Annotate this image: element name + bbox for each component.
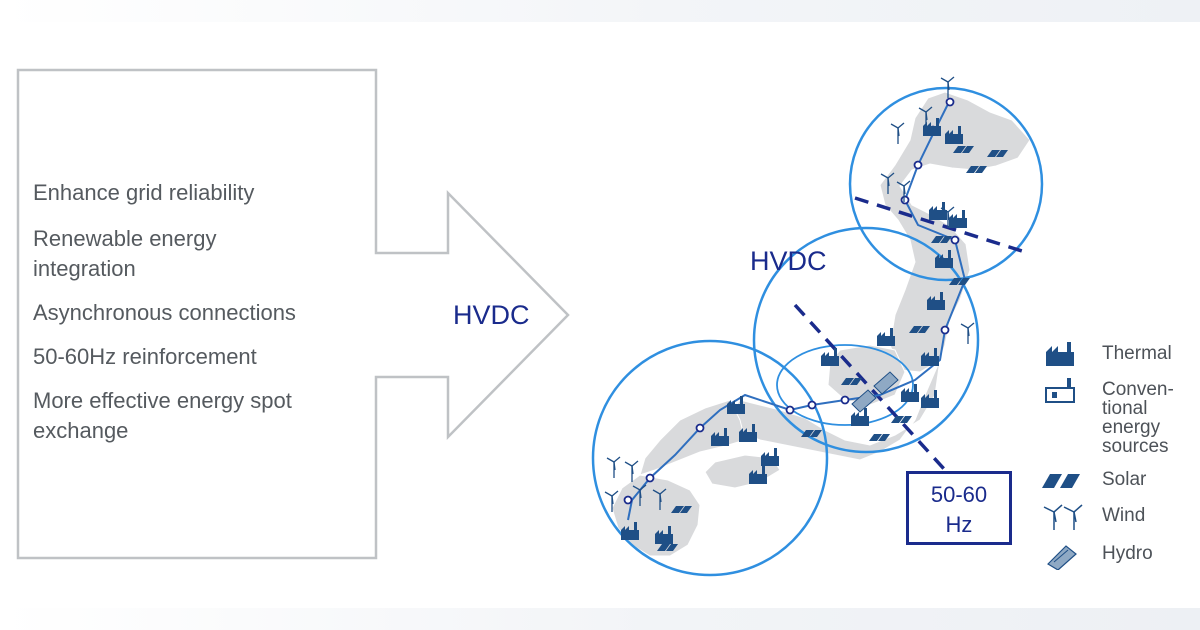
legend-thermal-label: Thermal bbox=[1102, 343, 1172, 364]
legend-conventional-label: Conven- tional energy sources bbox=[1102, 376, 1174, 456]
inner-ellipse bbox=[776, 344, 914, 426]
legend-solar-label: Solar bbox=[1102, 469, 1147, 490]
legend-solar: Solar bbox=[1040, 466, 1146, 496]
benefit-item: 50-60Hz reinforcement bbox=[33, 344, 257, 369]
substations bbox=[623, 97, 960, 505]
legend-thermal: Thermal bbox=[1040, 340, 1172, 370]
benefit-item: More effective energy spot exchange bbox=[33, 388, 292, 443]
hydro-dam-icon bbox=[1040, 540, 1090, 571]
legend-hydro: Hydro bbox=[1040, 540, 1153, 571]
legend-wind: Wind bbox=[1040, 502, 1145, 532]
benefit-item: Enhance grid reliability bbox=[33, 180, 255, 205]
solar-panel-icon bbox=[1040, 466, 1090, 496]
thermal-plant-icon bbox=[1040, 340, 1090, 370]
arrow-hvdc-label: HVDC bbox=[453, 300, 530, 330]
conventional-plant-icon bbox=[1040, 376, 1090, 406]
frequency-unit: Hz bbox=[945, 512, 973, 537]
top-band bbox=[0, 0, 1200, 22]
wind-turbine-icon bbox=[1040, 502, 1090, 532]
legend-conventional-line: sources bbox=[1102, 436, 1169, 457]
frequency-value: 50-60 bbox=[930, 482, 988, 507]
benefits-list: Enhance grid reliability Renewable energ… bbox=[33, 178, 373, 462]
benefits-arrow bbox=[16, 68, 570, 560]
dashed-boundaries bbox=[793, 196, 1026, 472]
frequency-box: 50-60 Hz bbox=[906, 471, 1012, 545]
legend-conventional: Conven- tional energy sources bbox=[1040, 376, 1174, 456]
map-hydro-dam-icon bbox=[851, 371, 899, 413]
hvdc-line bbox=[627, 99, 967, 521]
legend-wind-label: Wind bbox=[1102, 505, 1146, 526]
bottom-band bbox=[0, 608, 1200, 630]
legend-conventional-line: Conven- bbox=[1102, 379, 1174, 400]
benefit-item: Renewable energy integration bbox=[33, 226, 217, 281]
legend-conventional-line: tional bbox=[1102, 398, 1148, 419]
legend-hydro-label: Hydro bbox=[1102, 543, 1153, 564]
legend-conventional-line: energy bbox=[1102, 417, 1161, 438]
benefit-item: Asynchronous connections bbox=[33, 300, 296, 325]
map-hvdc-label: HVDC bbox=[750, 246, 827, 276]
region-circles bbox=[591, 86, 1044, 577]
